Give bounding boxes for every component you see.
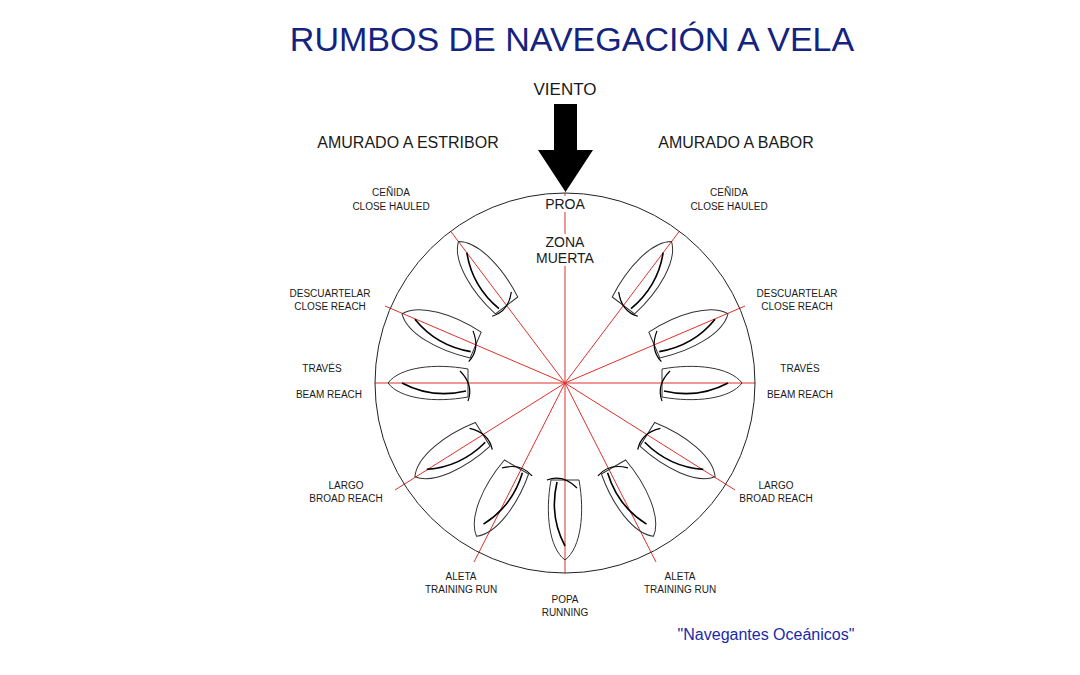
tack-label: AMURADO A ESTRIBOR [317, 134, 498, 152]
point-of-sail-label: TRAVÉS [302, 363, 341, 375]
boat [597, 457, 668, 545]
wind-label: VIENTO [534, 80, 597, 100]
point-of-sail-label: BROAD REACH [309, 493, 382, 505]
point-of-sail-label: TRAINING RUN [644, 584, 716, 596]
boat [406, 419, 494, 492]
point-of-sail-label: DESCUARTELAR [290, 288, 371, 300]
caption: "Navegantes Oceánicos" [678, 626, 855, 644]
point-of-sail-label: CEÑIDA [710, 187, 748, 199]
boat [636, 419, 724, 492]
heading-lines [375, 193, 755, 573]
heading-line [565, 383, 735, 490]
heading-line [395, 383, 565, 490]
boat [547, 478, 582, 560]
compass-circle [375, 193, 755, 573]
title: RUMBOS DE NAVEGACIÓN A VELA [290, 20, 854, 59]
point-of-sail-label: CEÑIDA [372, 187, 410, 199]
point-of-sail-label: CLOSE REACH [761, 301, 833, 313]
heading-line [565, 306, 745, 383]
boat [462, 457, 533, 545]
heading-line [565, 193, 566, 383]
point-of-sail-label: LARGO [328, 480, 363, 492]
point-of-sail-label: ALETA [665, 571, 696, 583]
tack-label: AMURADO A BABOR [658, 134, 814, 152]
point-of-sail-label: BEAM REACH [296, 389, 362, 401]
boat [395, 298, 484, 362]
boat [609, 232, 686, 318]
wind-arrow [538, 104, 593, 192]
point-of-sail-label: CLOSE HAULED [690, 201, 767, 213]
point-of-sail-label: ALETA [446, 571, 477, 583]
point-of-sail-label: TRAINING RUN [425, 584, 497, 596]
boats [388, 232, 742, 560]
dead-zone-label: ZONA MUERTA [528, 234, 602, 266]
boat [388, 366, 470, 401]
boat [646, 298, 735, 362]
heading-line [385, 306, 565, 383]
point-of-sail-label: CLOSE REACH [294, 301, 366, 313]
boat [444, 232, 521, 318]
point-of-sail-label: LARGO [758, 480, 793, 492]
boat [660, 366, 742, 401]
point-of-sail-label: RUNNING [542, 607, 589, 619]
point-of-sail-label: BEAM REACH [767, 389, 833, 401]
point-of-sail-label: TRAVÉS [780, 363, 819, 375]
bow-label: PROA [543, 196, 587, 212]
point-of-sail-label: POPA [551, 594, 578, 606]
point-of-sail-label: DESCUARTELAR [757, 288, 838, 300]
point-of-sail-label: CLOSE HAULED [352, 201, 429, 213]
point-of-sail-label: BROAD REACH [739, 493, 812, 505]
